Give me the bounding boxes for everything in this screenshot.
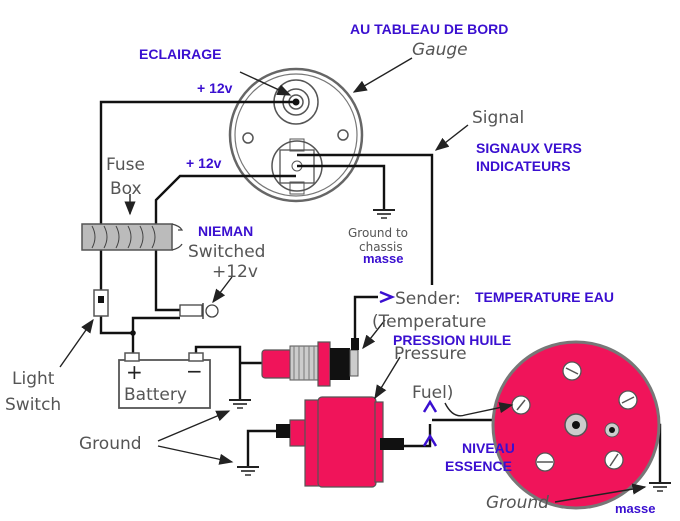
fuel-sender xyxy=(491,340,661,510)
battery-plus-label: + xyxy=(126,360,143,384)
fuse-box xyxy=(81,223,184,251)
pression-huile-label: PRESSION HUILE xyxy=(393,332,511,348)
niveau-label: NIVEAU xyxy=(462,440,515,456)
fuel-label: Fuel) xyxy=(412,383,453,403)
dashboard-gauge xyxy=(228,67,364,203)
light-label: Light xyxy=(12,369,55,389)
chassis-label: chassis xyxy=(359,240,403,254)
switched-label: Switched xyxy=(188,242,265,262)
switch-label: Switch xyxy=(5,395,61,415)
temperature-label: (Temperature xyxy=(372,312,486,332)
indicateurs-label: INDICATEURS xyxy=(476,158,571,174)
essence-label: ESSENCE xyxy=(445,458,512,474)
plus12v-top-label: + 12v xyxy=(197,80,233,96)
battery-label: Battery xyxy=(124,385,187,405)
masse-bottom-label: masse xyxy=(615,501,655,516)
ground-to-label: Ground to xyxy=(348,226,408,240)
nieman-label: NIEMAN xyxy=(198,223,253,239)
pointer-arrows xyxy=(59,57,647,503)
battery xyxy=(118,352,211,409)
battery-minus-label: − xyxy=(186,359,203,383)
ground-right-label: Ground xyxy=(486,493,549,513)
bulb-socket xyxy=(179,303,219,319)
fuse-label: Fuse xyxy=(106,155,145,175)
temperature-sender xyxy=(261,338,359,387)
blue-markers xyxy=(379,290,438,447)
temperature-eau-label: TEMPERATURE EAU xyxy=(475,289,614,305)
ground-symbol-battery xyxy=(229,399,251,409)
ground-symbols xyxy=(229,209,671,492)
plus12v-mid-label: + 12v xyxy=(186,155,222,171)
signal-label: Signal xyxy=(472,108,524,128)
ground-left-label: Ground xyxy=(79,434,142,454)
switched-12v-label: +12v xyxy=(212,262,258,282)
box-label: Box xyxy=(110,179,142,199)
sender-label: Sender: xyxy=(395,289,461,309)
ground-symbol-fuel xyxy=(649,482,671,492)
signaux-vers-label: SIGNAUX VERS xyxy=(476,140,582,156)
ground-symbol-chassis xyxy=(373,209,395,219)
pressure-label: Pressure xyxy=(394,344,467,364)
ground-symbol-pressure xyxy=(237,466,259,476)
title-au-tableau-de-bord: AU TABLEAU DE BORD xyxy=(350,21,508,37)
pressure-sender xyxy=(276,396,404,488)
masse-top-label: masse xyxy=(363,251,403,266)
gauge-label: Gauge xyxy=(412,40,468,60)
light-switch xyxy=(93,289,109,317)
eclairage-label: ECLAIRAGE xyxy=(139,46,221,62)
